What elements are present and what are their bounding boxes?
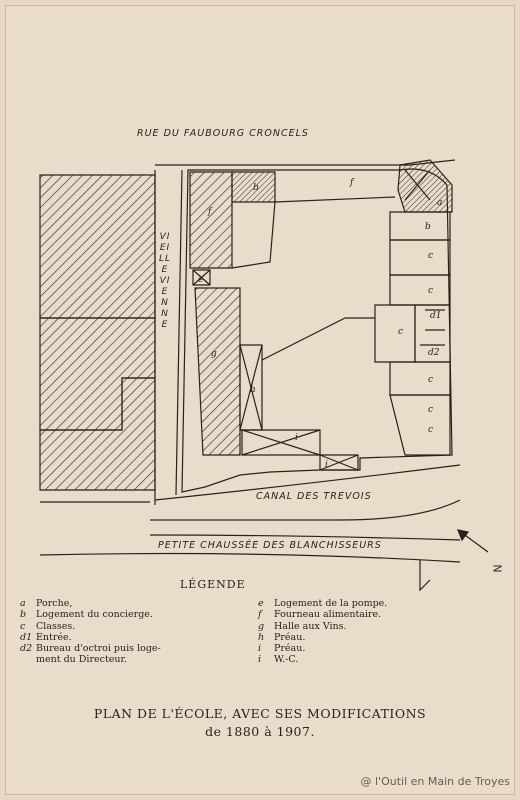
map-letter-f2: f: [349, 178, 355, 188]
map-letter-c6: c: [428, 425, 433, 435]
map-letter-f: f: [207, 207, 213, 217]
road-edge-1: [150, 499, 461, 521]
map-letter-d1: d1: [430, 311, 442, 321]
classes-block-2: [389, 239, 451, 276]
map-letter-c2: c: [428, 286, 433, 296]
map-letter-c1: c: [428, 251, 433, 261]
classes-block-4: [374, 304, 416, 363]
map-letter-h: h: [250, 385, 256, 395]
building-g: [194, 287, 241, 456]
legend-item: ment du Directeur.: [36, 654, 128, 666]
street-label-canal: CANAL DES TREVOIS: [256, 491, 372, 502]
road-edge-3: [39, 552, 461, 563]
map-letter-c5: c: [428, 405, 433, 415]
map-letter-i: i: [295, 433, 298, 443]
map-letter-a: a: [437, 198, 442, 208]
watermark: @ l'Outil en Main de Troyes: [360, 775, 511, 788]
road-edge-2: [149, 534, 461, 541]
classes-block-6: [389, 394, 451, 456]
compass-north-label: N: [490, 564, 504, 573]
road-edge-4: [419, 560, 431, 592]
map-letter-i2: i: [325, 460, 328, 470]
courtyard-path: [261, 317, 375, 361]
canal-upper-edge: [154, 464, 461, 501]
street-label-vieille-vienne: VIEILLE VIENNE: [158, 232, 172, 330]
map-letter-b2: b: [253, 183, 259, 193]
classes-block-1: [389, 211, 451, 241]
map-letter-c4: c: [428, 375, 433, 385]
map-letter-b: b: [425, 222, 431, 232]
map-letter-g: g: [211, 349, 217, 359]
map-letter-e: e: [198, 275, 203, 285]
caption-dates: de 1880 à 1907.: [205, 724, 315, 739]
street-label-blanchisseurs: PETITE CHAUSSÉE DES BLANCHISSEURS: [158, 540, 382, 551]
classes-block-5: [389, 361, 451, 396]
street-label-faubourg: RUE DU FAUBOURG CRONCELS: [137, 128, 309, 139]
legend-title: LÉGENDE: [180, 578, 246, 591]
caption-title: PLAN DE L'ÉCOLE, AVEC SES MODIFICATIONS: [93, 706, 427, 721]
neighbour-block-upper: [39, 174, 156, 319]
courtyard-line: [274, 196, 396, 203]
building-a: [397, 159, 453, 213]
map-letter-c3: c: [398, 327, 403, 337]
classes-block-3: [389, 274, 451, 306]
rooms-d: [414, 304, 451, 363]
map-letter-d2: d2: [428, 348, 440, 358]
lane-edge-right: [175, 169, 183, 496]
wall-lower: [231, 201, 276, 269]
building-f: [189, 171, 233, 269]
